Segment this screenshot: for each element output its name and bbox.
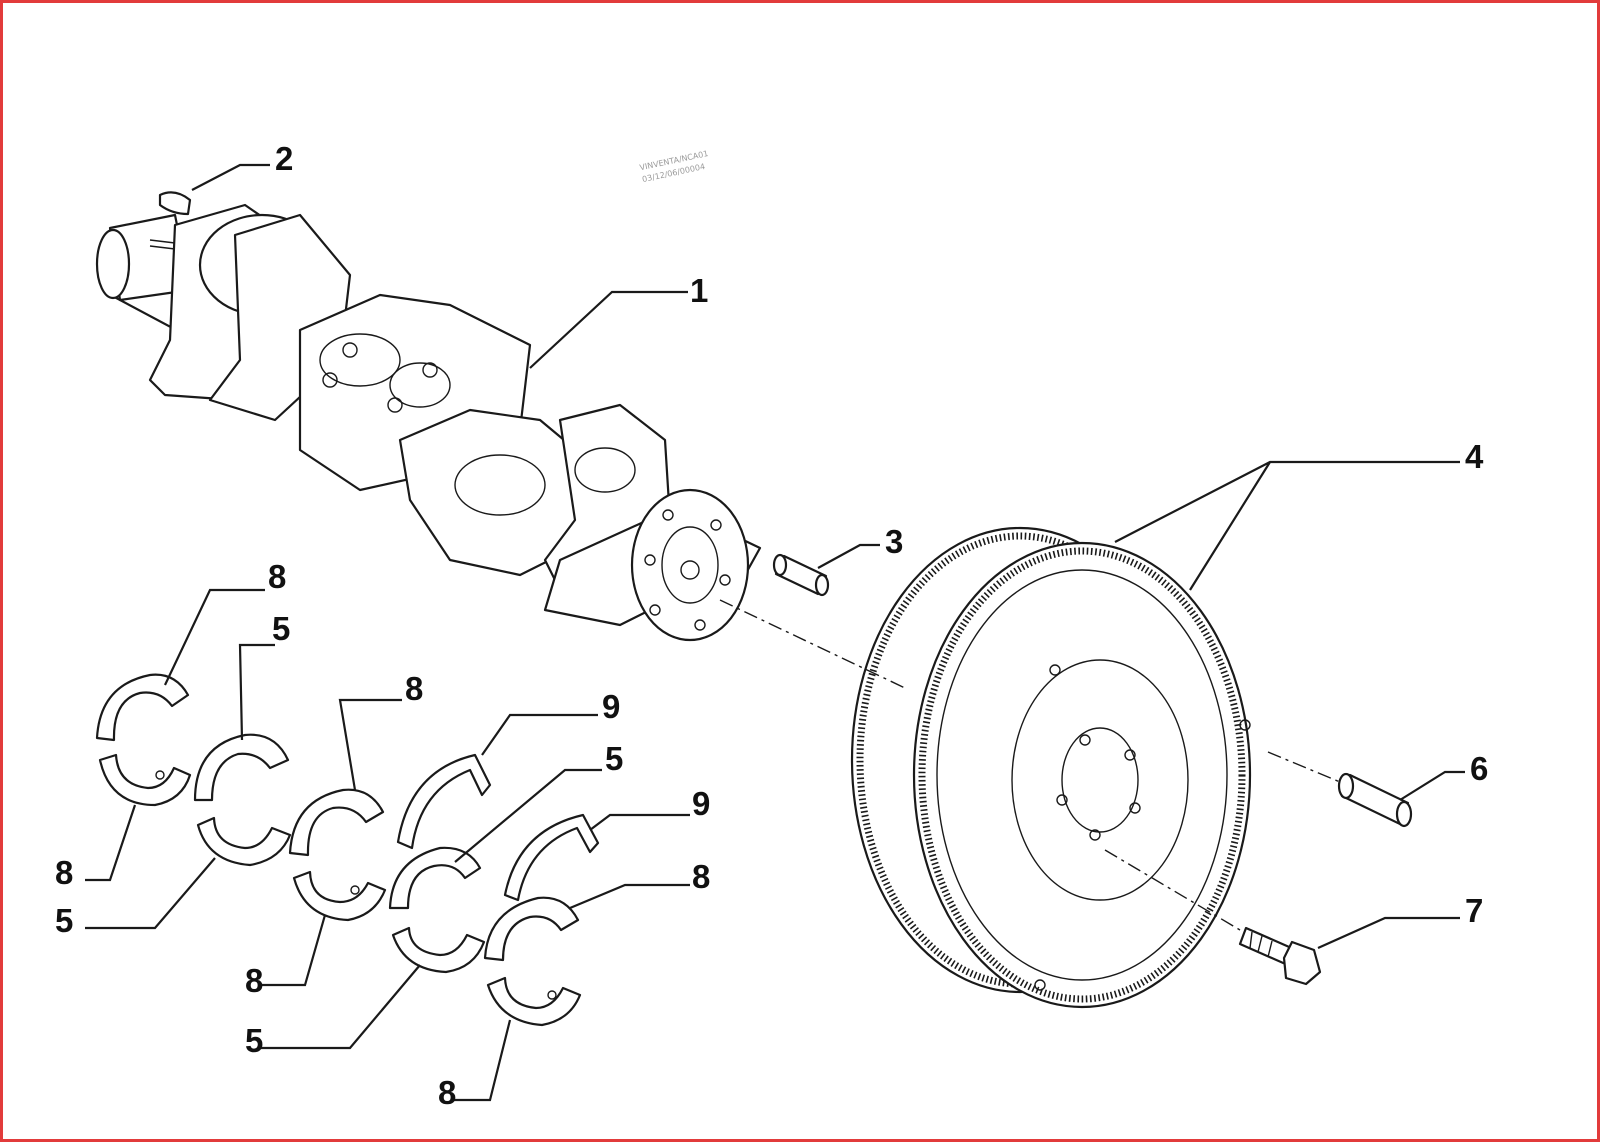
callout-8-d: 8 xyxy=(245,962,263,999)
axis-line-pin xyxy=(1267,751,1341,783)
leader-4 xyxy=(1114,460,1460,591)
bearing-shell-pair-5 xyxy=(483,896,582,1027)
leader-5a xyxy=(238,643,275,741)
leader-6 xyxy=(1399,770,1465,801)
callout-9-b: 9 xyxy=(692,785,710,822)
woodruff-key xyxy=(158,191,192,216)
callout-5-b: 5 xyxy=(55,902,73,939)
callout-5-c: 5 xyxy=(605,740,623,777)
leader-8f xyxy=(452,1019,512,1102)
callout-8-c: 8 xyxy=(405,670,423,707)
leader-5d xyxy=(260,964,421,1050)
callout-2: 2 xyxy=(275,140,293,177)
bearing-shell-pair-2 xyxy=(193,733,292,867)
callout-8-a: 8 xyxy=(268,558,286,595)
axis-line-crank xyxy=(719,599,906,689)
callout-5-d: 5 xyxy=(245,1022,263,1059)
callout-6: 6 xyxy=(1470,750,1488,787)
leader-8a xyxy=(164,588,265,686)
thrust-washer-2 xyxy=(503,813,600,902)
crankshaft xyxy=(95,203,762,642)
leader-3 xyxy=(817,543,880,569)
leader-8d xyxy=(260,914,327,987)
flywheel-dowel-pin xyxy=(1337,772,1413,828)
leader-5c xyxy=(454,768,602,863)
callout-4: 4 xyxy=(1465,438,1484,475)
flywheel xyxy=(850,526,1252,1009)
flywheel-bolt xyxy=(1238,926,1322,986)
document-stamp: VINVENTA/NCA01 03/12/06/00004 xyxy=(639,149,709,184)
thrust-washer-1 xyxy=(396,753,492,850)
leader-7 xyxy=(1317,916,1460,950)
bearing-shell-pair-1 xyxy=(95,673,192,807)
leader-9a xyxy=(481,713,598,756)
callout-8-e: 8 xyxy=(692,858,710,895)
leader-9b xyxy=(589,813,690,831)
bearing-shell-pair-4 xyxy=(388,846,486,974)
leader-1 xyxy=(529,290,688,369)
leader-5b xyxy=(85,857,216,930)
bearing-shell-pair-3 xyxy=(288,788,387,922)
callout-7: 7 xyxy=(1465,892,1483,929)
callout-5-a: 5 xyxy=(272,610,290,647)
dowel-pin xyxy=(772,553,830,597)
callout-8-f: 8 xyxy=(438,1074,456,1111)
leader-8b xyxy=(85,804,137,882)
leader-8e xyxy=(569,883,690,910)
leader-2 xyxy=(191,163,270,191)
callout-3: 3 xyxy=(885,523,903,560)
callout-9-a: 9 xyxy=(602,688,620,725)
callout-1: 1 xyxy=(690,272,708,309)
callout-8-b: 8 xyxy=(55,854,73,891)
leader-8c xyxy=(338,698,402,791)
